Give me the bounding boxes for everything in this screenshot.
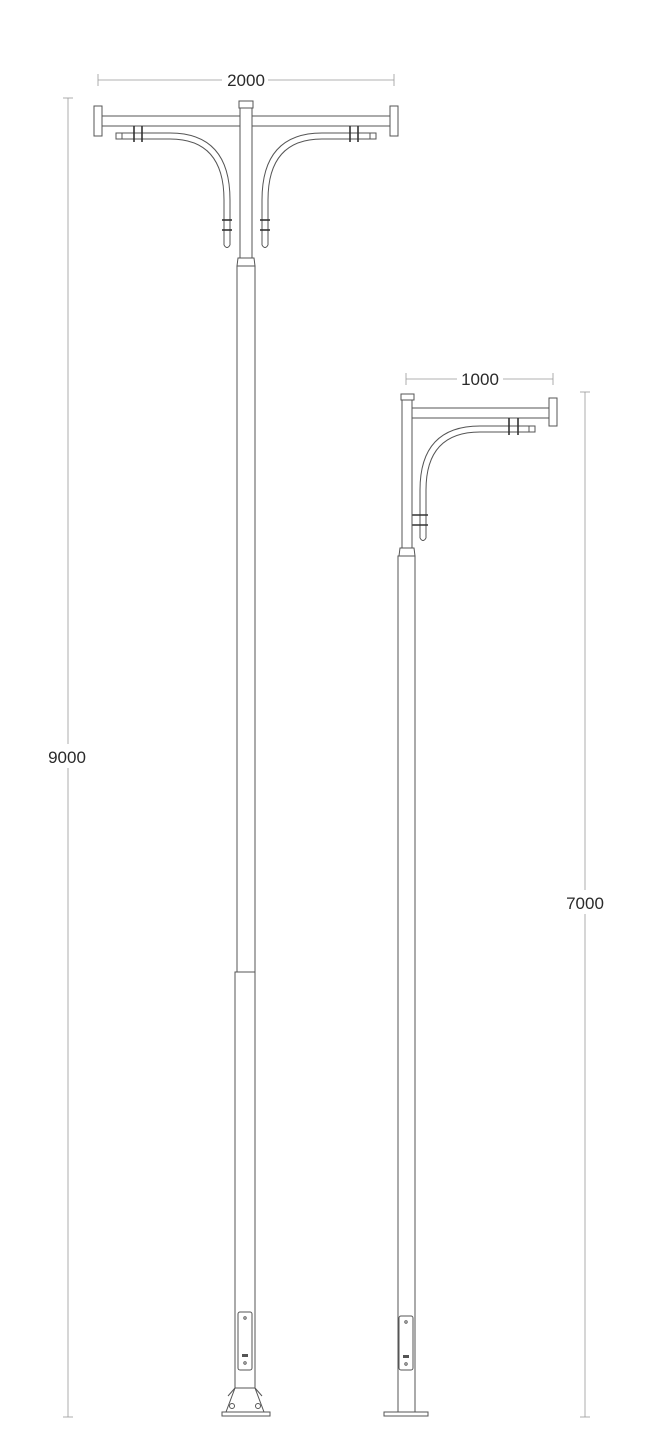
single-arm-pole: 1000 7000 bbox=[383, 370, 604, 1418]
double-main-shaft bbox=[234, 265, 256, 1389]
dimension-label-7000: 7000 bbox=[566, 894, 604, 913]
single-upper-mast bbox=[398, 393, 416, 557]
single-crossbar bbox=[410, 397, 558, 427]
single-service-door bbox=[398, 1315, 414, 1371]
single-curved-arm bbox=[411, 418, 536, 541]
double-curved-arms bbox=[115, 126, 377, 248]
dimension-label-9000: 9000 bbox=[48, 748, 86, 767]
dimension-label-2000: 2000 bbox=[227, 71, 265, 90]
double-service-door bbox=[237, 1311, 253, 1371]
dimension-double-pole-height: 9000 bbox=[48, 97, 86, 1418]
single-base-plate bbox=[383, 1411, 429, 1417]
dimension-single-arm-width: 1000 bbox=[405, 370, 554, 389]
double-upper-mast bbox=[236, 100, 256, 267]
dimension-double-arm-width: 2000 bbox=[97, 71, 395, 90]
dimension-label-1000: 1000 bbox=[461, 370, 499, 389]
double-base-plate bbox=[221, 1387, 271, 1417]
single-main-shaft bbox=[397, 555, 416, 1413]
double-arm-pole: 2000 9000 bbox=[48, 71, 399, 1418]
dimension-single-pole-height: 7000 bbox=[566, 391, 604, 1418]
